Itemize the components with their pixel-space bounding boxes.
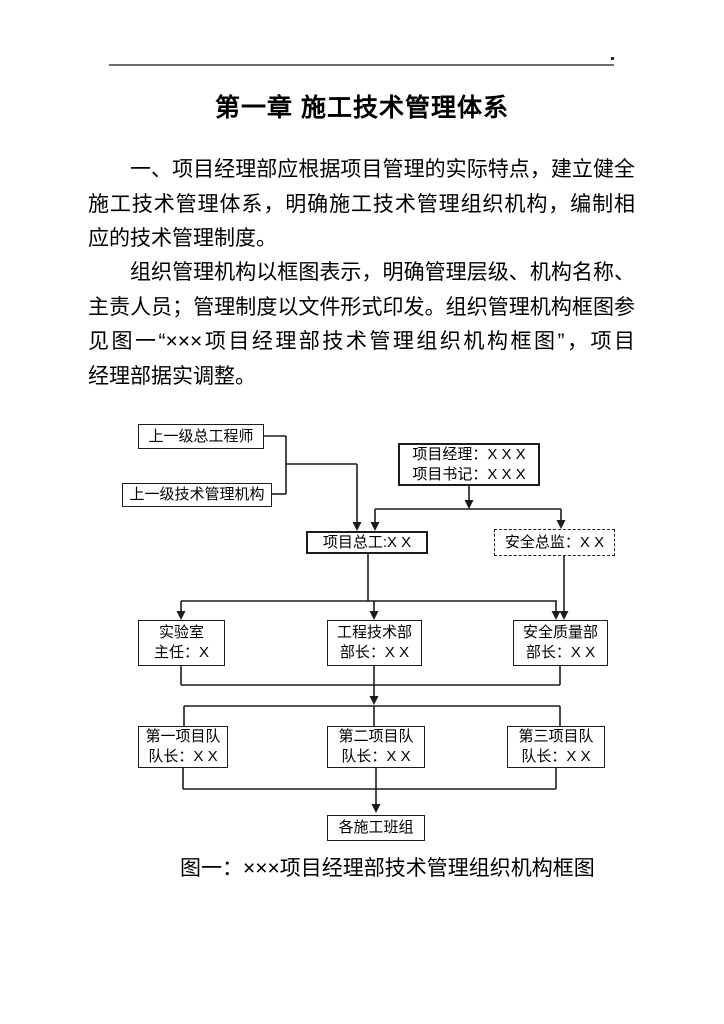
box-label: 队长：X X xyxy=(148,748,218,765)
box-label: 实验室 xyxy=(158,624,204,641)
box-construction-crews: 各施工班组 xyxy=(327,815,425,841)
box-label: 项目书记：X X X xyxy=(412,465,526,483)
box-label: 队长：X X xyxy=(341,748,411,765)
paragraph-1: 一、项目经理部应根据项目管理的实际特点，建立健全 施工技术管理体系，明确施工技术… xyxy=(88,153,635,257)
paragraph-line: 主责人员；管理制度以文件形式印发。组织管理机构框图参 xyxy=(88,295,635,319)
paragraph-line: 应的技术管理制度。 xyxy=(88,227,277,250)
box-label: 上一级技术管理机构 xyxy=(129,486,265,503)
paragraph-line: 组织管理机构以框图表示，明确管理层级、机构名称、 xyxy=(130,261,635,284)
box-project-manager: 项目经理：X X X 项目书记：X X X xyxy=(398,443,540,486)
box-label: 各施工班组 xyxy=(338,819,414,836)
paragraph-line: 一、项目经理部应根据项目管理的实际特点，建立健全 xyxy=(130,158,635,181)
stray-mark xyxy=(611,57,614,60)
box-label: 队长：X X xyxy=(521,748,591,765)
box-label: 工程技术部 xyxy=(336,624,412,641)
paragraph-line: 施工技术管理体系，明确施工技术管理组织机构，编制相 xyxy=(88,192,635,216)
box-label: 安全质量部 xyxy=(522,624,598,641)
paragraph-2: 组织管理机构以框图表示，明确管理层级、机构名称、 主责人员；管理制度以文件形式印… xyxy=(88,256,635,394)
figure-caption: 图一：×××项目经理部技术管理组织机构框图 xyxy=(180,857,595,880)
box-engineering-dept: 工程技术部 部长：X X xyxy=(327,620,422,666)
box-safety-quality-dept: 安全质量部 部长：X X xyxy=(513,620,608,666)
header-rule xyxy=(109,64,614,66)
box-label: 主任：X xyxy=(153,644,209,661)
chapter-title: 第一章 施工技术管理体系 xyxy=(215,94,509,122)
box-project-team-2: 第二项目队 队长：X X xyxy=(327,726,425,768)
box-label: 第三项目队 xyxy=(518,728,594,745)
box-label: 部长：X X xyxy=(525,644,596,661)
box-superior-tech-org: 上一级技术管理机构 xyxy=(122,483,272,507)
box-safety-director: 安全总监：X X xyxy=(494,529,615,556)
box-label: 部长：X X xyxy=(339,644,410,661)
box-laboratory: 实验室 主任：X xyxy=(138,620,225,666)
box-project-team-3: 第三项目队 队长：X X xyxy=(507,726,605,768)
box-label: 项目经理：X X X xyxy=(412,445,526,463)
box-label: 第一项目队 xyxy=(145,728,221,745)
box-label: 第二项目队 xyxy=(338,728,414,745)
paragraph-line: 见图一“×××项目经理部技术管理组织机构框图”，项目 xyxy=(88,330,635,353)
box-superior-chief-engineer: 上一级总工程师 xyxy=(138,424,264,449)
box-label: 上一级总工程师 xyxy=(148,427,254,445)
box-project-team-1: 第一项目队 队长：X X xyxy=(138,726,228,768)
paragraph-line: 经理部据实调整。 xyxy=(88,364,256,388)
box-project-chief-engineer: 项目总工:X X xyxy=(306,531,428,554)
box-label: 项目总工:X X xyxy=(322,533,412,551)
box-label: 安全总监：X X xyxy=(504,533,605,551)
